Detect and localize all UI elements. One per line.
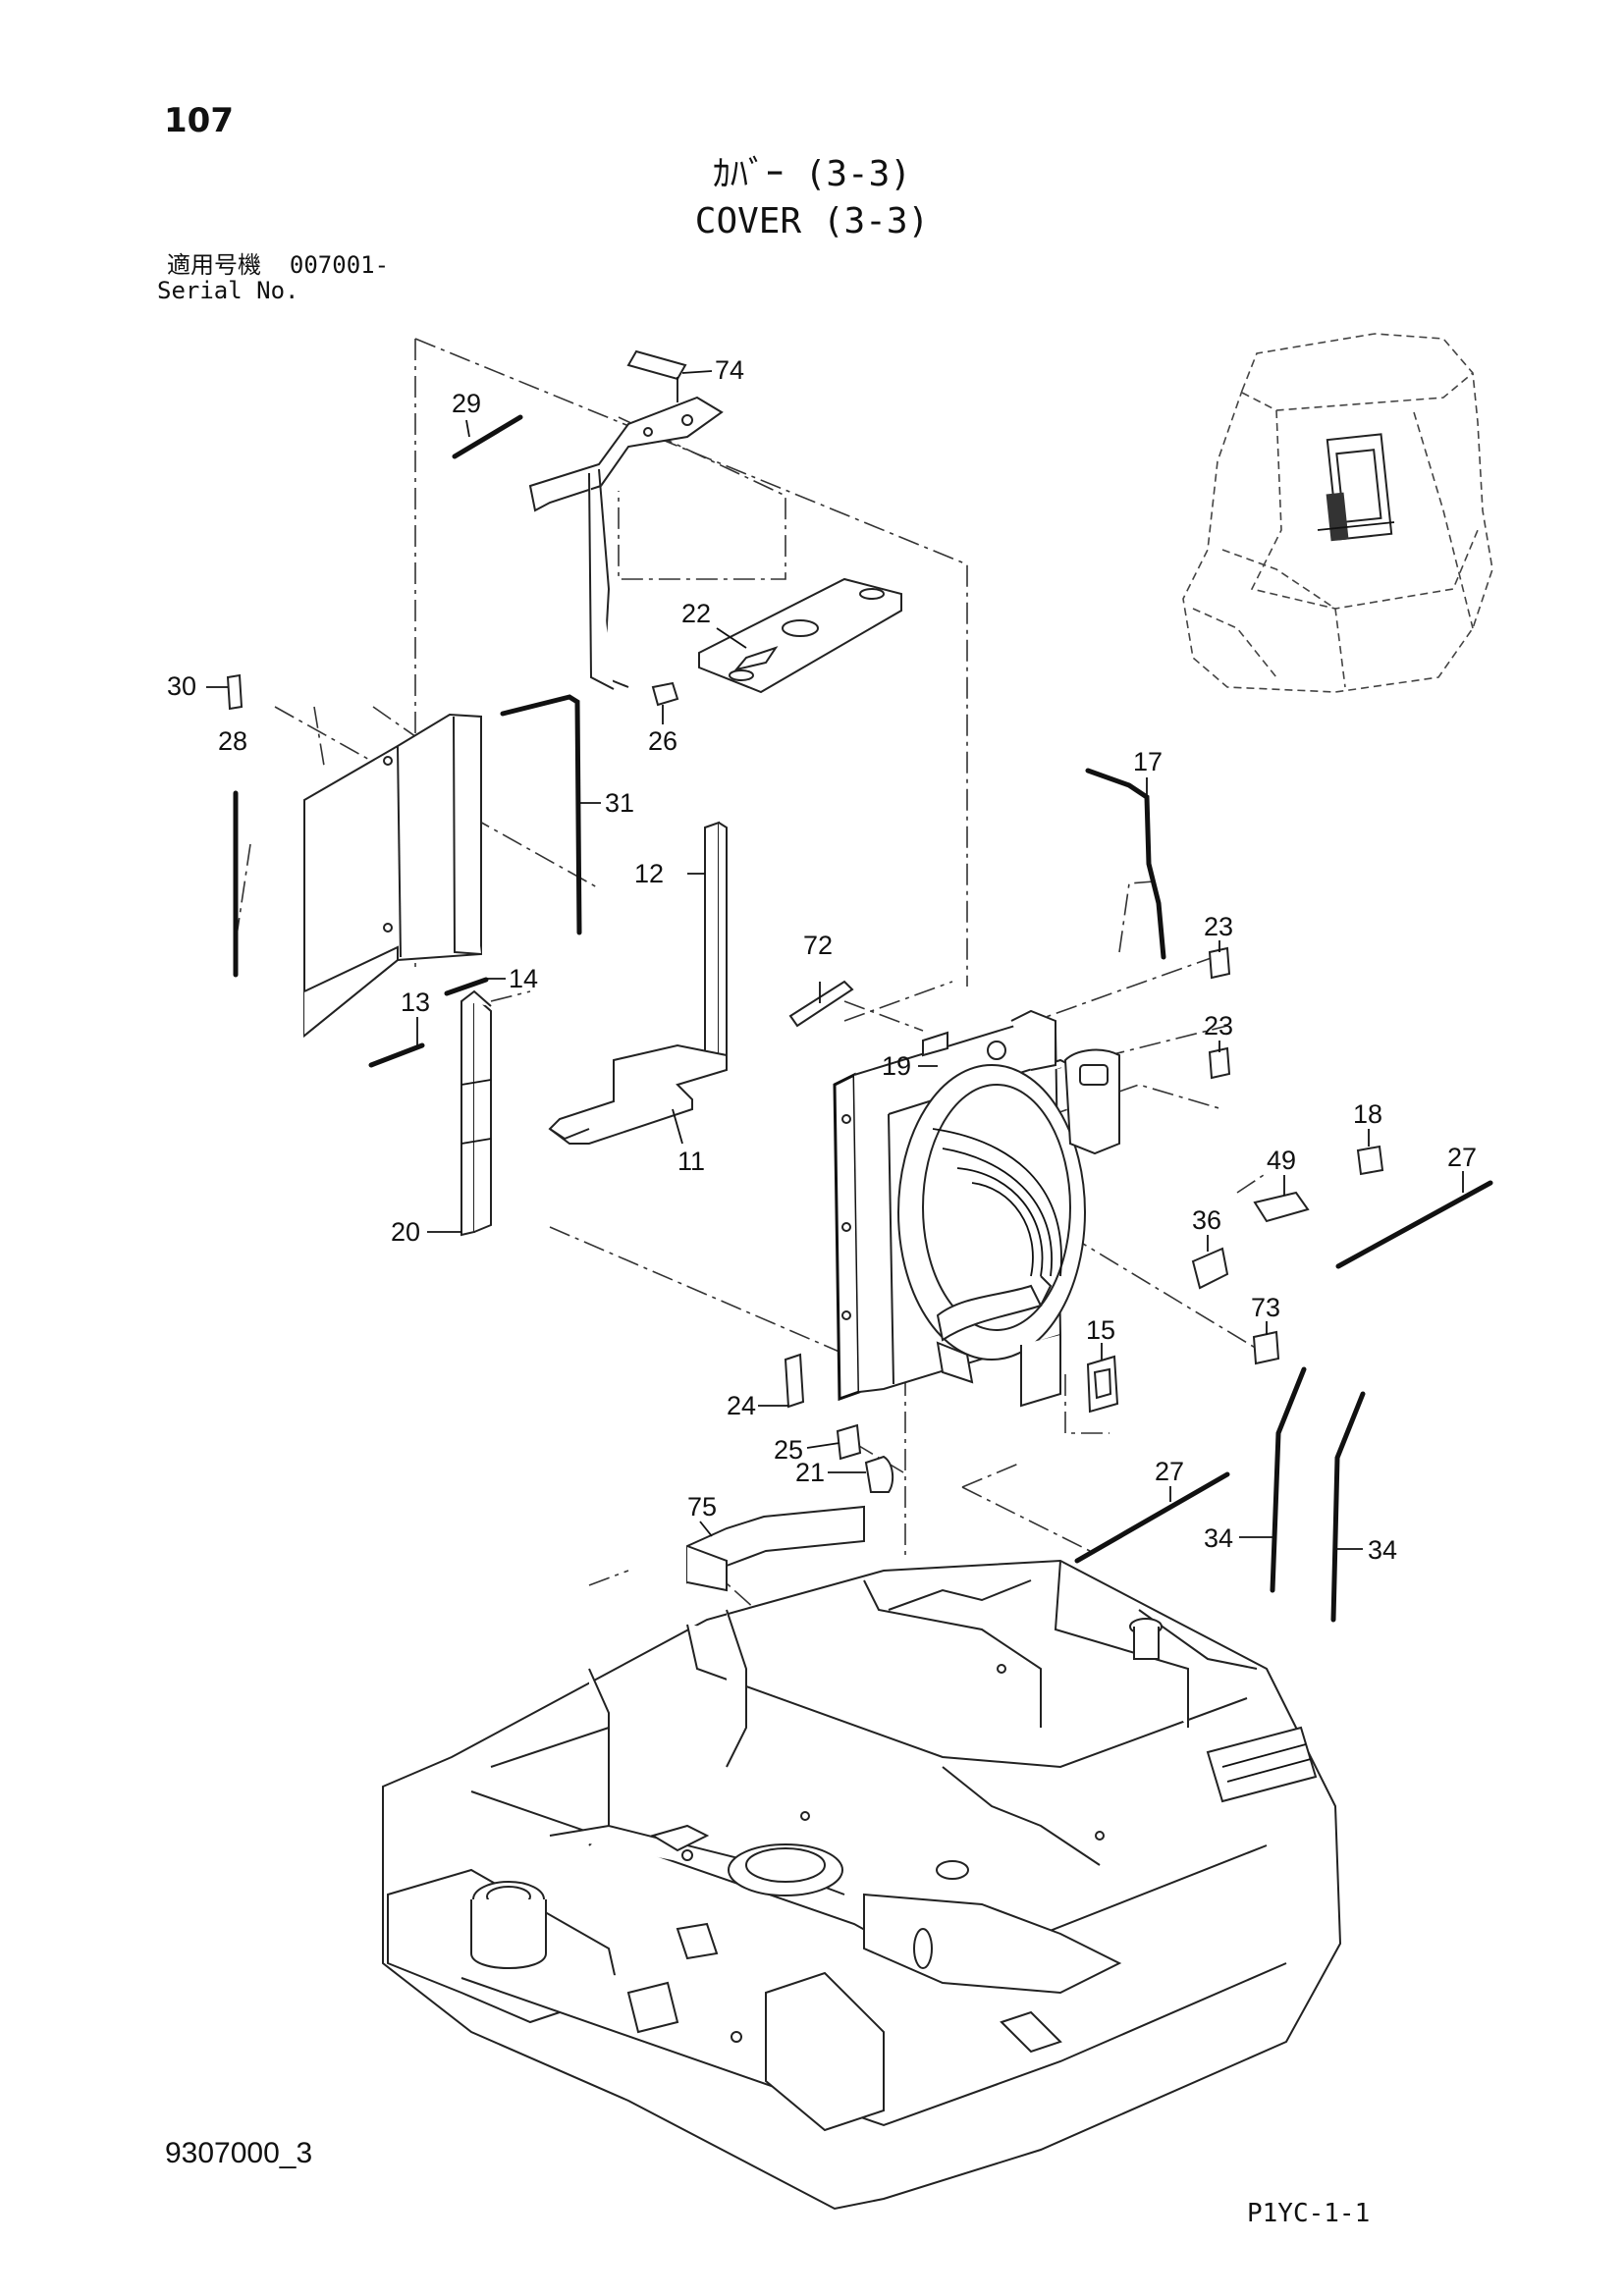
callout-28: 28 — [218, 726, 247, 756]
part-18-block — [1356, 1145, 1384, 1176]
serial-label-english: Serial No. — [157, 277, 299, 304]
callout-18: 18 — [1353, 1099, 1382, 1129]
callout-leaders — [206, 370, 1464, 1550]
part-24-clip — [784, 1353, 805, 1409]
radiator-shroud-assembly — [833, 1009, 1120, 1408]
callout-31: 31 — [605, 788, 634, 818]
callout-72: 72 — [803, 931, 833, 960]
callout-21: 21 — [795, 1458, 825, 1487]
part-31-seal — [500, 694, 582, 935]
part-26-clip — [651, 681, 679, 707]
cab-location-inset — [1182, 333, 1493, 693]
callout-17: 17 — [1133, 747, 1163, 776]
part-74-plate — [626, 349, 687, 402]
callout-labels: 74 29 22 26 30 28 31 17 12 72 23 23 14 1… — [167, 355, 1477, 1565]
part-29-strip — [452, 414, 523, 459]
page-title-english: COVER (3-3) — [694, 201, 930, 241]
callout-25: 25 — [774, 1435, 803, 1465]
part-23-cushion-upper — [1208, 946, 1231, 980]
serial-range: 007001- — [289, 251, 390, 279]
upper-bracket — [528, 396, 724, 690]
main-frame — [382, 1559, 1342, 2211]
callout-24: 24 — [727, 1391, 756, 1420]
part-13-pin — [368, 1042, 425, 1068]
callout-20: 20 — [391, 1217, 420, 1247]
part-12-foam — [704, 821, 728, 1067]
callout-34-left: 34 — [1204, 1523, 1233, 1553]
callout-13: 13 — [401, 988, 430, 1017]
callout-29: 29 — [452, 389, 481, 418]
part-27-rod-lower — [1074, 1471, 1230, 1564]
callout-12: 12 — [634, 859, 664, 888]
left-side-panel — [303, 713, 482, 1039]
part-27-rod-upper — [1335, 1180, 1493, 1269]
part-30-block — [226, 673, 244, 711]
callout-27-lower: 27 — [1155, 1457, 1184, 1486]
part-15-bracket — [1086, 1355, 1119, 1414]
callout-49: 49 — [1267, 1146, 1296, 1175]
part-14-pin — [444, 977, 489, 996]
page-title-japanese: ｶﾊﾞｰ (3-3) — [712, 154, 912, 194]
callout-30: 30 — [167, 671, 196, 701]
part-34-seal-left — [1270, 1366, 1307, 1593]
page-number: 107 — [164, 101, 234, 140]
part-25-block — [836, 1423, 862, 1461]
part-72-strip — [788, 980, 854, 1028]
callout-22: 22 — [681, 599, 711, 628]
part-75-foam — [686, 1505, 865, 1592]
callout-19: 19 — [882, 1051, 911, 1081]
part-23-cushion-lower — [1208, 1046, 1231, 1080]
callout-73: 73 — [1251, 1293, 1280, 1322]
callout-14: 14 — [509, 964, 538, 993]
part-49-pad — [1253, 1191, 1310, 1223]
document-code: 9307000_3 — [165, 2137, 313, 2169]
part-36-block — [1191, 1247, 1229, 1290]
page-code: P1YC-1-1 — [1247, 2199, 1371, 2228]
callout-36: 36 — [1192, 1205, 1221, 1235]
serial-applicability: 適用号機 007001- — [167, 253, 389, 277]
part-21-cap — [864, 1455, 894, 1493]
callout-15: 15 — [1086, 1315, 1115, 1345]
part-73-block — [1252, 1330, 1280, 1365]
part-34-seal-right — [1330, 1391, 1366, 1623]
part-17-hose — [1085, 768, 1166, 960]
callout-23-upper: 23 — [1204, 912, 1233, 941]
callout-34-right: 34 — [1368, 1535, 1397, 1565]
callout-11: 11 — [677, 1147, 705, 1176]
serial-label-japanese: 適用号機 — [167, 251, 261, 279]
callout-26: 26 — [648, 726, 677, 756]
callout-23-lower: 23 — [1204, 1011, 1233, 1041]
callout-27-upper: 27 — [1447, 1143, 1477, 1172]
callout-75: 75 — [687, 1492, 717, 1522]
callout-74: 74 — [715, 355, 744, 385]
part-11-plate — [548, 1043, 728, 1145]
part-22-plate — [698, 577, 902, 694]
part-20-foam — [460, 989, 492, 1237]
